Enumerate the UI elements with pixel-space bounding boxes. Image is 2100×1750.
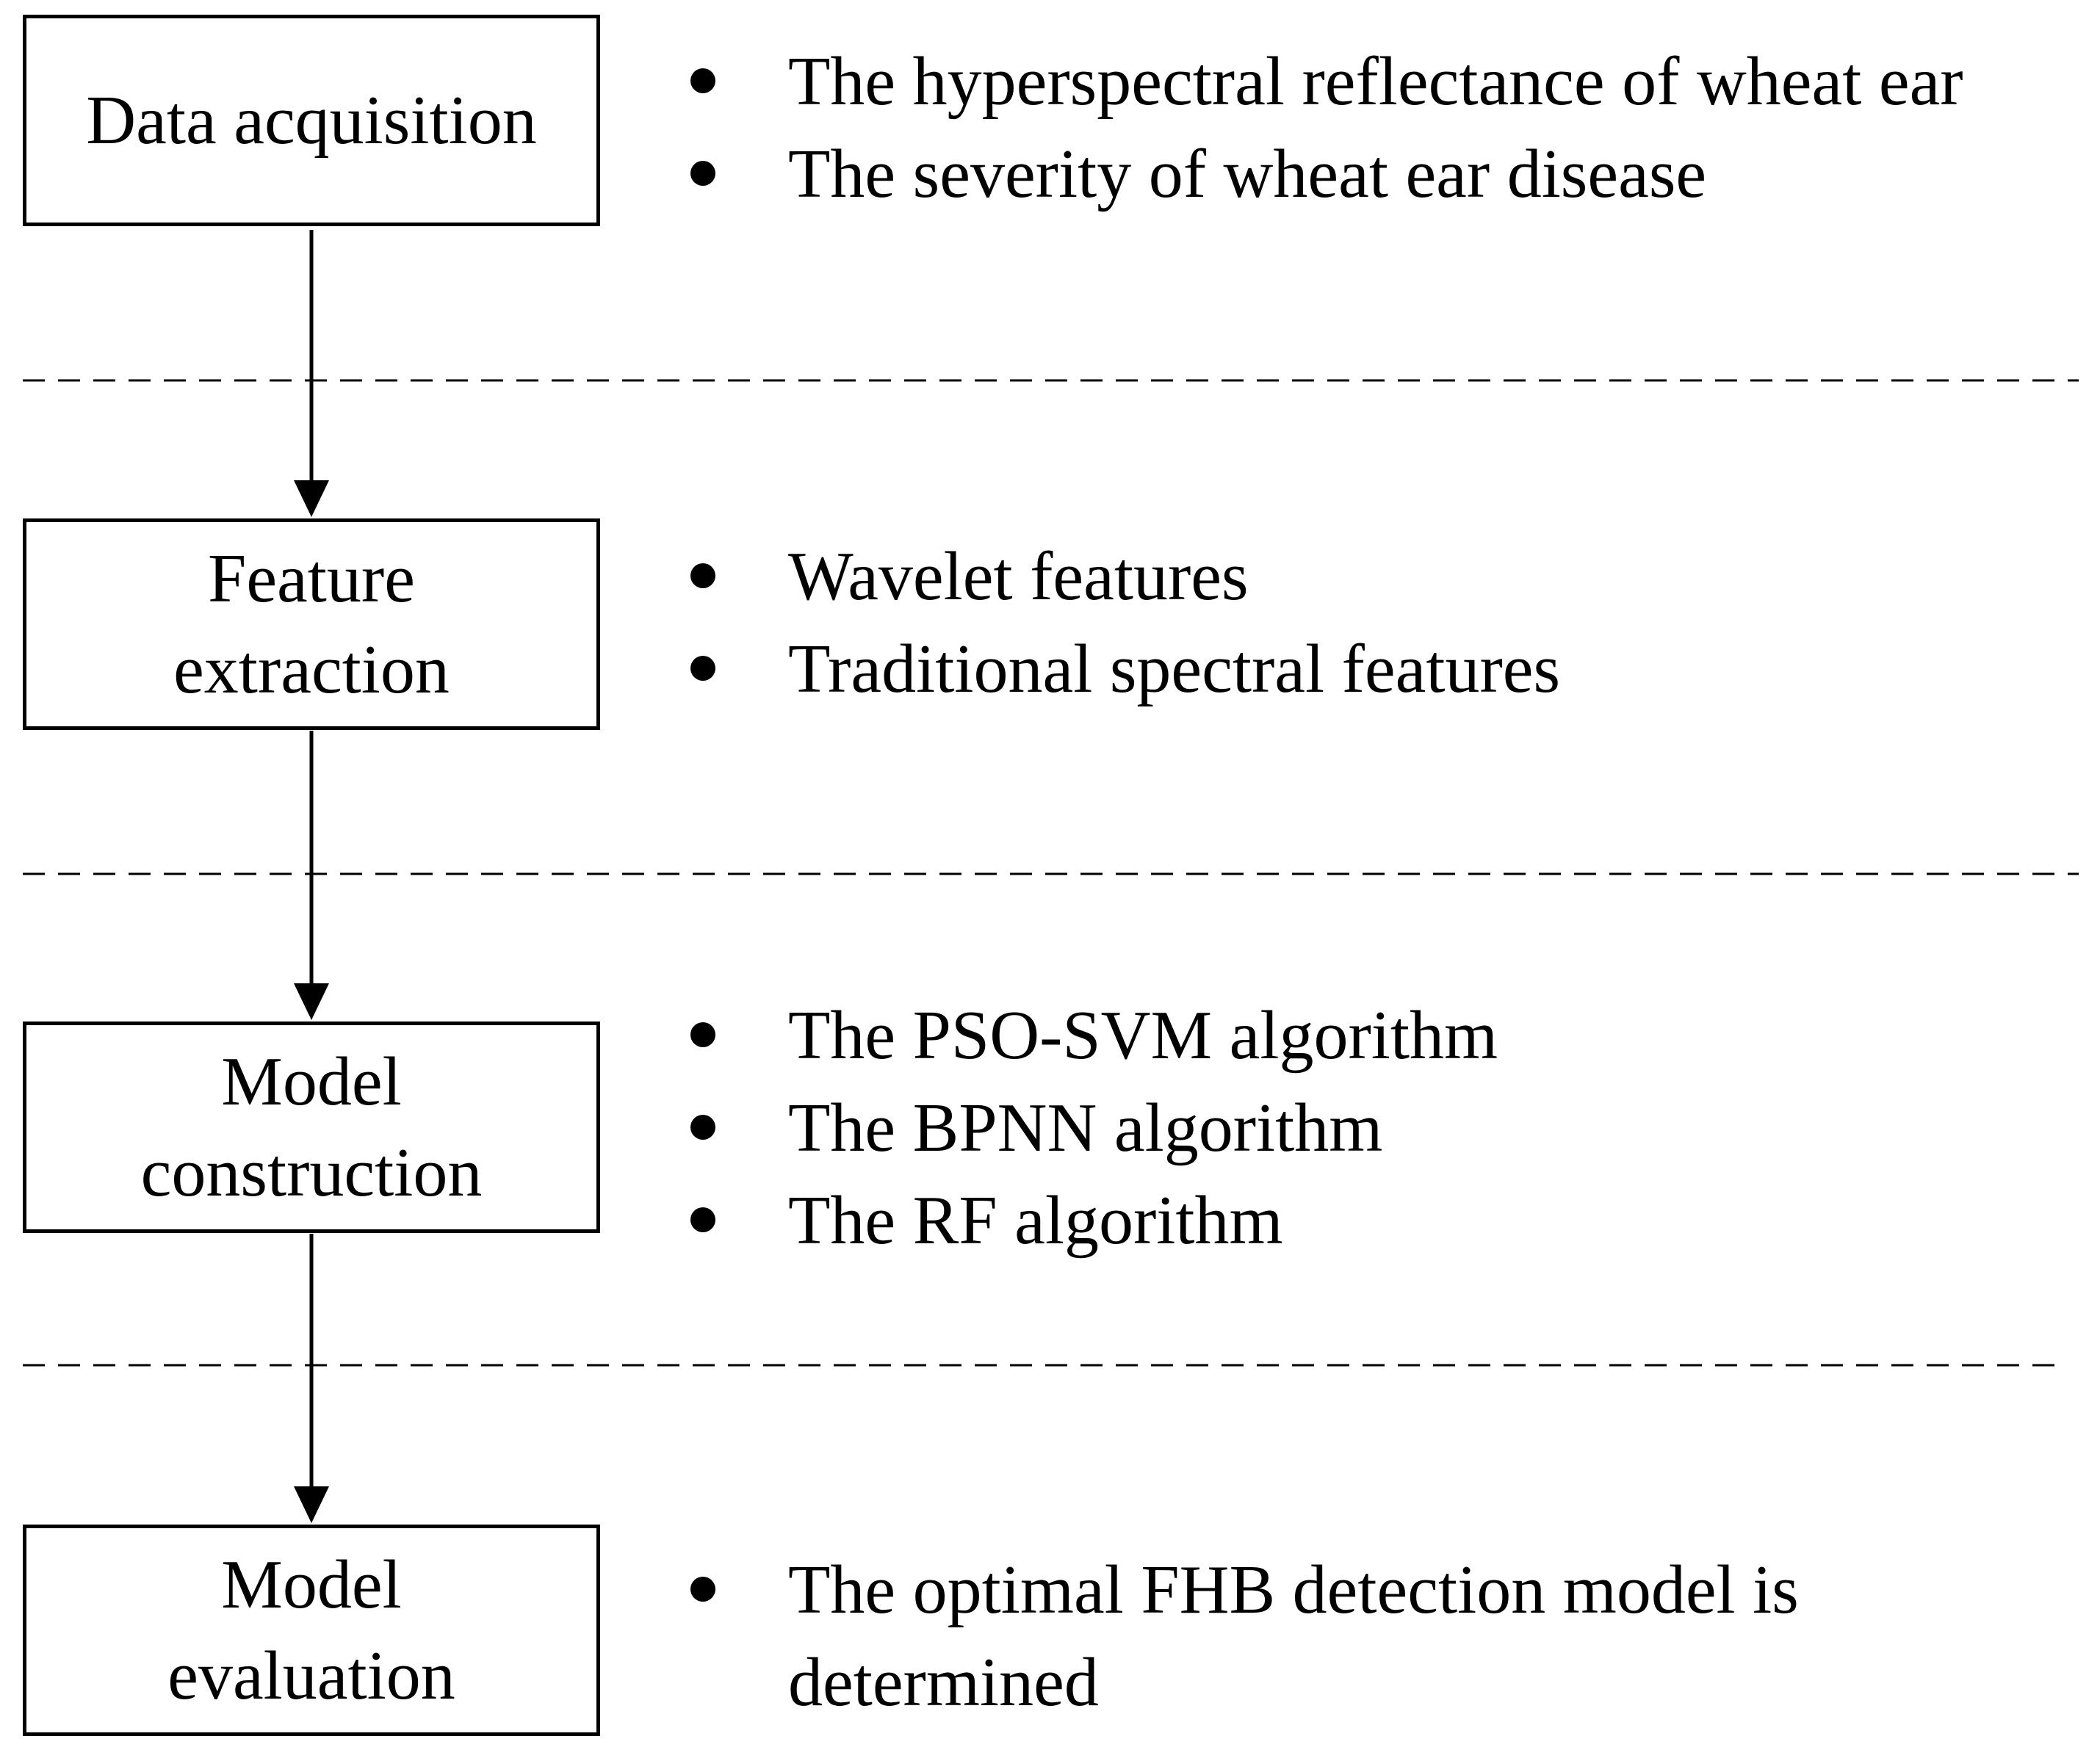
bullet-text: Wavelet features	[788, 538, 1249, 615]
stage-box-feature-extraction: Feature extraction	[23, 518, 600, 730]
stage-label: Data acquisition	[86, 82, 537, 159]
bullet-text: The optimal FHB detection model is deter…	[788, 1552, 1799, 1721]
bullet-dot-icon	[690, 1115, 715, 1140]
bullet-text: The RF algorithm	[788, 1182, 1283, 1259]
bullet-item: Wavelet features	[690, 530, 1560, 623]
bullet-dot-icon	[690, 1207, 715, 1232]
bullet-item: Traditional spectral features	[690, 623, 1560, 715]
arrow-head	[294, 480, 329, 517]
arrow-head	[294, 1486, 329, 1523]
bullet-dot-icon	[690, 1577, 715, 1602]
bullet-list-model-evaluation: The optimal FHB detection model is deter…	[690, 1544, 1799, 1729]
bullet-text: The hyperspectral reflectance of wheat e…	[788, 43, 1963, 120]
bullet-item: The optimal FHB detection model is deter…	[690, 1544, 1799, 1729]
bullet-item: The hyperspectral reflectance of wheat e…	[690, 35, 1963, 128]
bullet-text: Traditional spectral features	[788, 631, 1561, 707]
bullet-list-feature-extraction: Wavelet features Traditional spectral fe…	[690, 530, 1560, 715]
stage-box-data-acquisition: Data acquisition	[23, 15, 600, 226]
bullet-item: The PSO-SVM algorithm	[690, 989, 1498, 1082]
bullet-item: The severity of wheat ear disease	[690, 128, 1963, 220]
bullet-dot-icon	[690, 656, 715, 681]
stage-label: Model evaluation	[167, 1547, 455, 1714]
bullet-dot-icon	[690, 563, 715, 588]
bullet-dot-icon	[690, 68, 715, 93]
bullet-text: The BPNN algorithm	[788, 1090, 1383, 1166]
stage-box-model-construction: Model construction	[23, 1022, 600, 1233]
stage-box-model-evaluation: Model evaluation	[23, 1525, 600, 1736]
bullet-item: The RF algorithm	[690, 1174, 1498, 1267]
bullet-text: The PSO-SVM algorithm	[788, 997, 1498, 1074]
bullet-list-data-acquisition: The hyperspectral reflectance of wheat e…	[690, 35, 1963, 220]
bullet-dot-icon	[690, 161, 715, 186]
stage-label: Feature extraction	[173, 540, 450, 708]
stage-label: Model construction	[140, 1044, 483, 1211]
bullet-item: The BPNN algorithm	[690, 1082, 1498, 1174]
bullet-dot-icon	[690, 1022, 715, 1047]
arrow-head	[294, 983, 329, 1020]
bullet-list-model-construction: The PSO-SVM algorithm The BPNN algorithm…	[690, 989, 1498, 1267]
bullet-text: The severity of wheat ear disease	[788, 136, 1707, 212]
